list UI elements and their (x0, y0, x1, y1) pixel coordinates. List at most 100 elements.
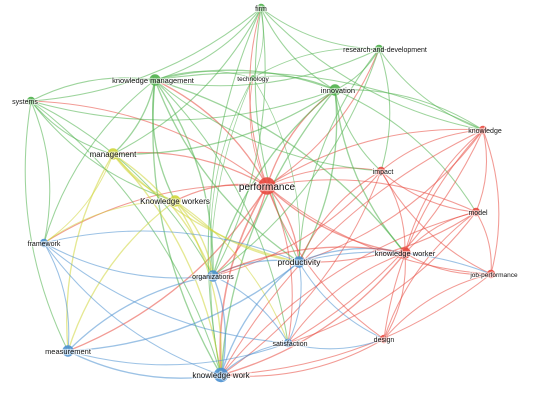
edge-research-and-development-productivity (298, 48, 380, 263)
node-framework[interactable] (39, 238, 49, 248)
edge-knowledge-worker-organizations (212, 246, 406, 277)
edge-knowledge-management-productivity (154, 79, 300, 263)
label-knowledge: knowledge (468, 128, 502, 135)
edge-productivity-measurement (67, 261, 300, 352)
edge-knowledge-job-performance (482, 129, 500, 275)
edge-knowledge-design (383, 129, 484, 340)
edge-research-and-development-impact (378, 48, 391, 172)
node-measurement[interactable] (62, 345, 74, 357)
edge-design-knowledge-work (220, 338, 385, 377)
edge-innovation-model (334, 89, 477, 213)
edge-organizations-knowledge-work (212, 275, 227, 376)
edge-performance-framework (43, 184, 268, 244)
node-impact[interactable] (376, 166, 386, 176)
edge-performance-management (112, 151, 268, 187)
edge-model-knowledge-work (220, 211, 477, 376)
label-knowledge-work: knowledge work (192, 371, 250, 380)
node-knowledge-management[interactable] (149, 74, 161, 86)
edge-performance-firm (249, 7, 268, 187)
edge-knowledge-knowledge-work (220, 129, 484, 376)
node-model[interactable] (471, 207, 481, 217)
edge-model-design (383, 211, 477, 340)
edge-productivity-design (298, 261, 385, 340)
edge-knowledge-management-management (112, 79, 156, 155)
node-technology[interactable] (250, 75, 256, 81)
node-satisfaction[interactable] (283, 338, 293, 348)
edge-knowledge-workers-knowledge-work (174, 200, 223, 376)
edge-innovation-knowledge-worker (334, 89, 406, 254)
edge-performance-satisfaction (266, 185, 293, 344)
edge-organizations-satisfaction (212, 275, 289, 344)
edge-innovation-knowledge (334, 89, 484, 131)
edge-performance-measurement (67, 185, 268, 352)
edge-framework-satisfaction (43, 242, 289, 344)
edge-knowledge-management-innovation (154, 69, 336, 91)
edge-knowledge-worker-design (383, 252, 406, 340)
node-systems[interactable] (26, 96, 36, 106)
edge-model-job-performance (475, 211, 492, 275)
edge-framework-productivity (43, 230, 300, 263)
edge-knowledge-management-framework (43, 79, 156, 244)
node-knowledge-workers[interactable] (169, 195, 181, 207)
edge-research-and-development-knowledge-management (154, 48, 380, 87)
node-knowledge[interactable] (478, 125, 488, 135)
edge-knowledge-management-systems (30, 77, 156, 102)
edge-knowledge-management-knowledge (154, 72, 484, 131)
node-knowledge-worker[interactable] (399, 247, 411, 259)
label-job-performance: job-performance (469, 272, 518, 279)
edge-performance-organizations (212, 185, 268, 277)
node-management[interactable] (107, 148, 119, 160)
edge-layer (24, 7, 500, 379)
edge-impact-model (380, 170, 477, 213)
label-innovation: innovation (321, 86, 355, 95)
label-systems: systems (12, 99, 38, 106)
edge-knowledge-model (475, 129, 488, 213)
node-job-performance[interactable] (486, 269, 496, 279)
edge-innovation-organizations (212, 89, 336, 277)
edge-systems-management (30, 100, 114, 155)
label-framework: framework (28, 241, 61, 248)
node-research-and-development[interactable] (374, 44, 384, 54)
label-layer: performancefirmresearch-and-developmentt… (11, 5, 519, 381)
edge-research-and-development-technology (252, 47, 380, 79)
node-organizations[interactable] (207, 270, 219, 282)
edge-knowledge-management-organizations (154, 79, 214, 277)
edge-performance-impact (266, 167, 382, 187)
edge-job-performance-knowledge-work (220, 273, 492, 376)
node-design[interactable] (379, 334, 389, 344)
node-performance[interactable] (258, 177, 276, 195)
edge-management-productivity (112, 153, 300, 263)
edge-performance-knowledge-work (219, 185, 268, 376)
node-productivity[interactable] (293, 256, 305, 268)
edge-knowledge-impact (380, 129, 484, 172)
label-research-and-development: research-and-development (343, 47, 427, 54)
label-productivity: productivity (278, 257, 322, 267)
edge-research-and-development-knowledge (378, 48, 484, 131)
node-knowledge-work[interactable] (213, 367, 229, 383)
edge-framework-organizations (43, 242, 214, 279)
edge-technology-productivity (252, 77, 301, 263)
edge-firm-knowledge-management (154, 7, 262, 81)
edge-innovation-productivity (298, 89, 338, 263)
label-knowledge-workers: Knowledge workers (140, 197, 210, 206)
edge-firm-research-and-development (260, 7, 380, 50)
edge-knowledge-management-impact (154, 79, 382, 172)
label-technology: technology (237, 76, 269, 83)
edge-productivity-job-performance (298, 251, 492, 275)
edge-impact-organizations (212, 170, 382, 277)
edge-job-performance-design (383, 273, 492, 340)
node-innovation[interactable] (329, 84, 341, 96)
edge-knowledge-worker-satisfaction (287, 252, 406, 344)
edge-performance-research-and-development (266, 48, 380, 187)
edge-knowledge-workers-measurement (67, 200, 176, 352)
label-organizations: organizations (192, 274, 234, 281)
edge-systems-framework (30, 100, 51, 244)
edge-performance-model (266, 179, 477, 213)
edge-satisfaction-design (287, 338, 385, 350)
node-firm[interactable] (256, 3, 266, 13)
edge-firm-management (112, 7, 262, 155)
label-impact: impact (373, 169, 394, 176)
edge-systems-measurement (24, 100, 69, 352)
edge-framework-knowledge-work (43, 242, 222, 376)
